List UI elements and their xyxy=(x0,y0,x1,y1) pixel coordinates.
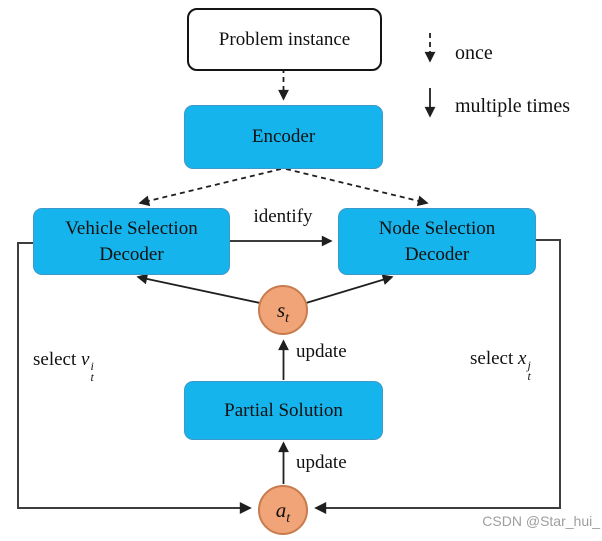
update-state-edge-label: update xyxy=(296,341,347,362)
action-circle: at xyxy=(258,485,308,535)
vehicle-selection-decoder-label: Vehicle Selection Decoder xyxy=(65,217,198,265)
path-select-node xyxy=(314,239,561,514)
vehicle-selection-decoder-node: Vehicle Selection Decoder xyxy=(33,208,230,275)
path-select-vehicle xyxy=(17,242,252,514)
arrow-state-to-node-decoder xyxy=(305,274,394,304)
problem-instance-label: Problem instance xyxy=(218,28,351,50)
state-symbol: st xyxy=(276,297,290,326)
partial-solution-node: Partial Solution xyxy=(184,381,383,440)
arrow-encoder-to-node-decoder xyxy=(285,168,429,207)
action-symbol: at xyxy=(275,497,291,526)
problem-instance-node: Problem instance xyxy=(187,8,382,71)
identify-edge-label: identify xyxy=(253,206,313,227)
update-partial-edge-label: update xyxy=(296,452,347,473)
arrow-state-to-vehicle-decoder xyxy=(136,273,261,304)
legend-once-label: once xyxy=(455,42,493,64)
state-circle: st xyxy=(258,285,308,335)
watermark-text: CSDN @Star_hui_ xyxy=(482,513,600,529)
node-selection-decoder-node: Node Selection Decoder xyxy=(338,208,536,275)
encoder-label: Encoder xyxy=(251,126,316,147)
legend-multiple-times-label: multiple times xyxy=(455,95,570,117)
node-selection-decoder-label: Node Selection Decoder xyxy=(378,217,496,265)
encoder-node: Encoder xyxy=(184,105,383,169)
partial-solution-label: Partial Solution xyxy=(224,399,343,421)
arrow-encoder-to-vehicle-decoder xyxy=(138,168,282,207)
